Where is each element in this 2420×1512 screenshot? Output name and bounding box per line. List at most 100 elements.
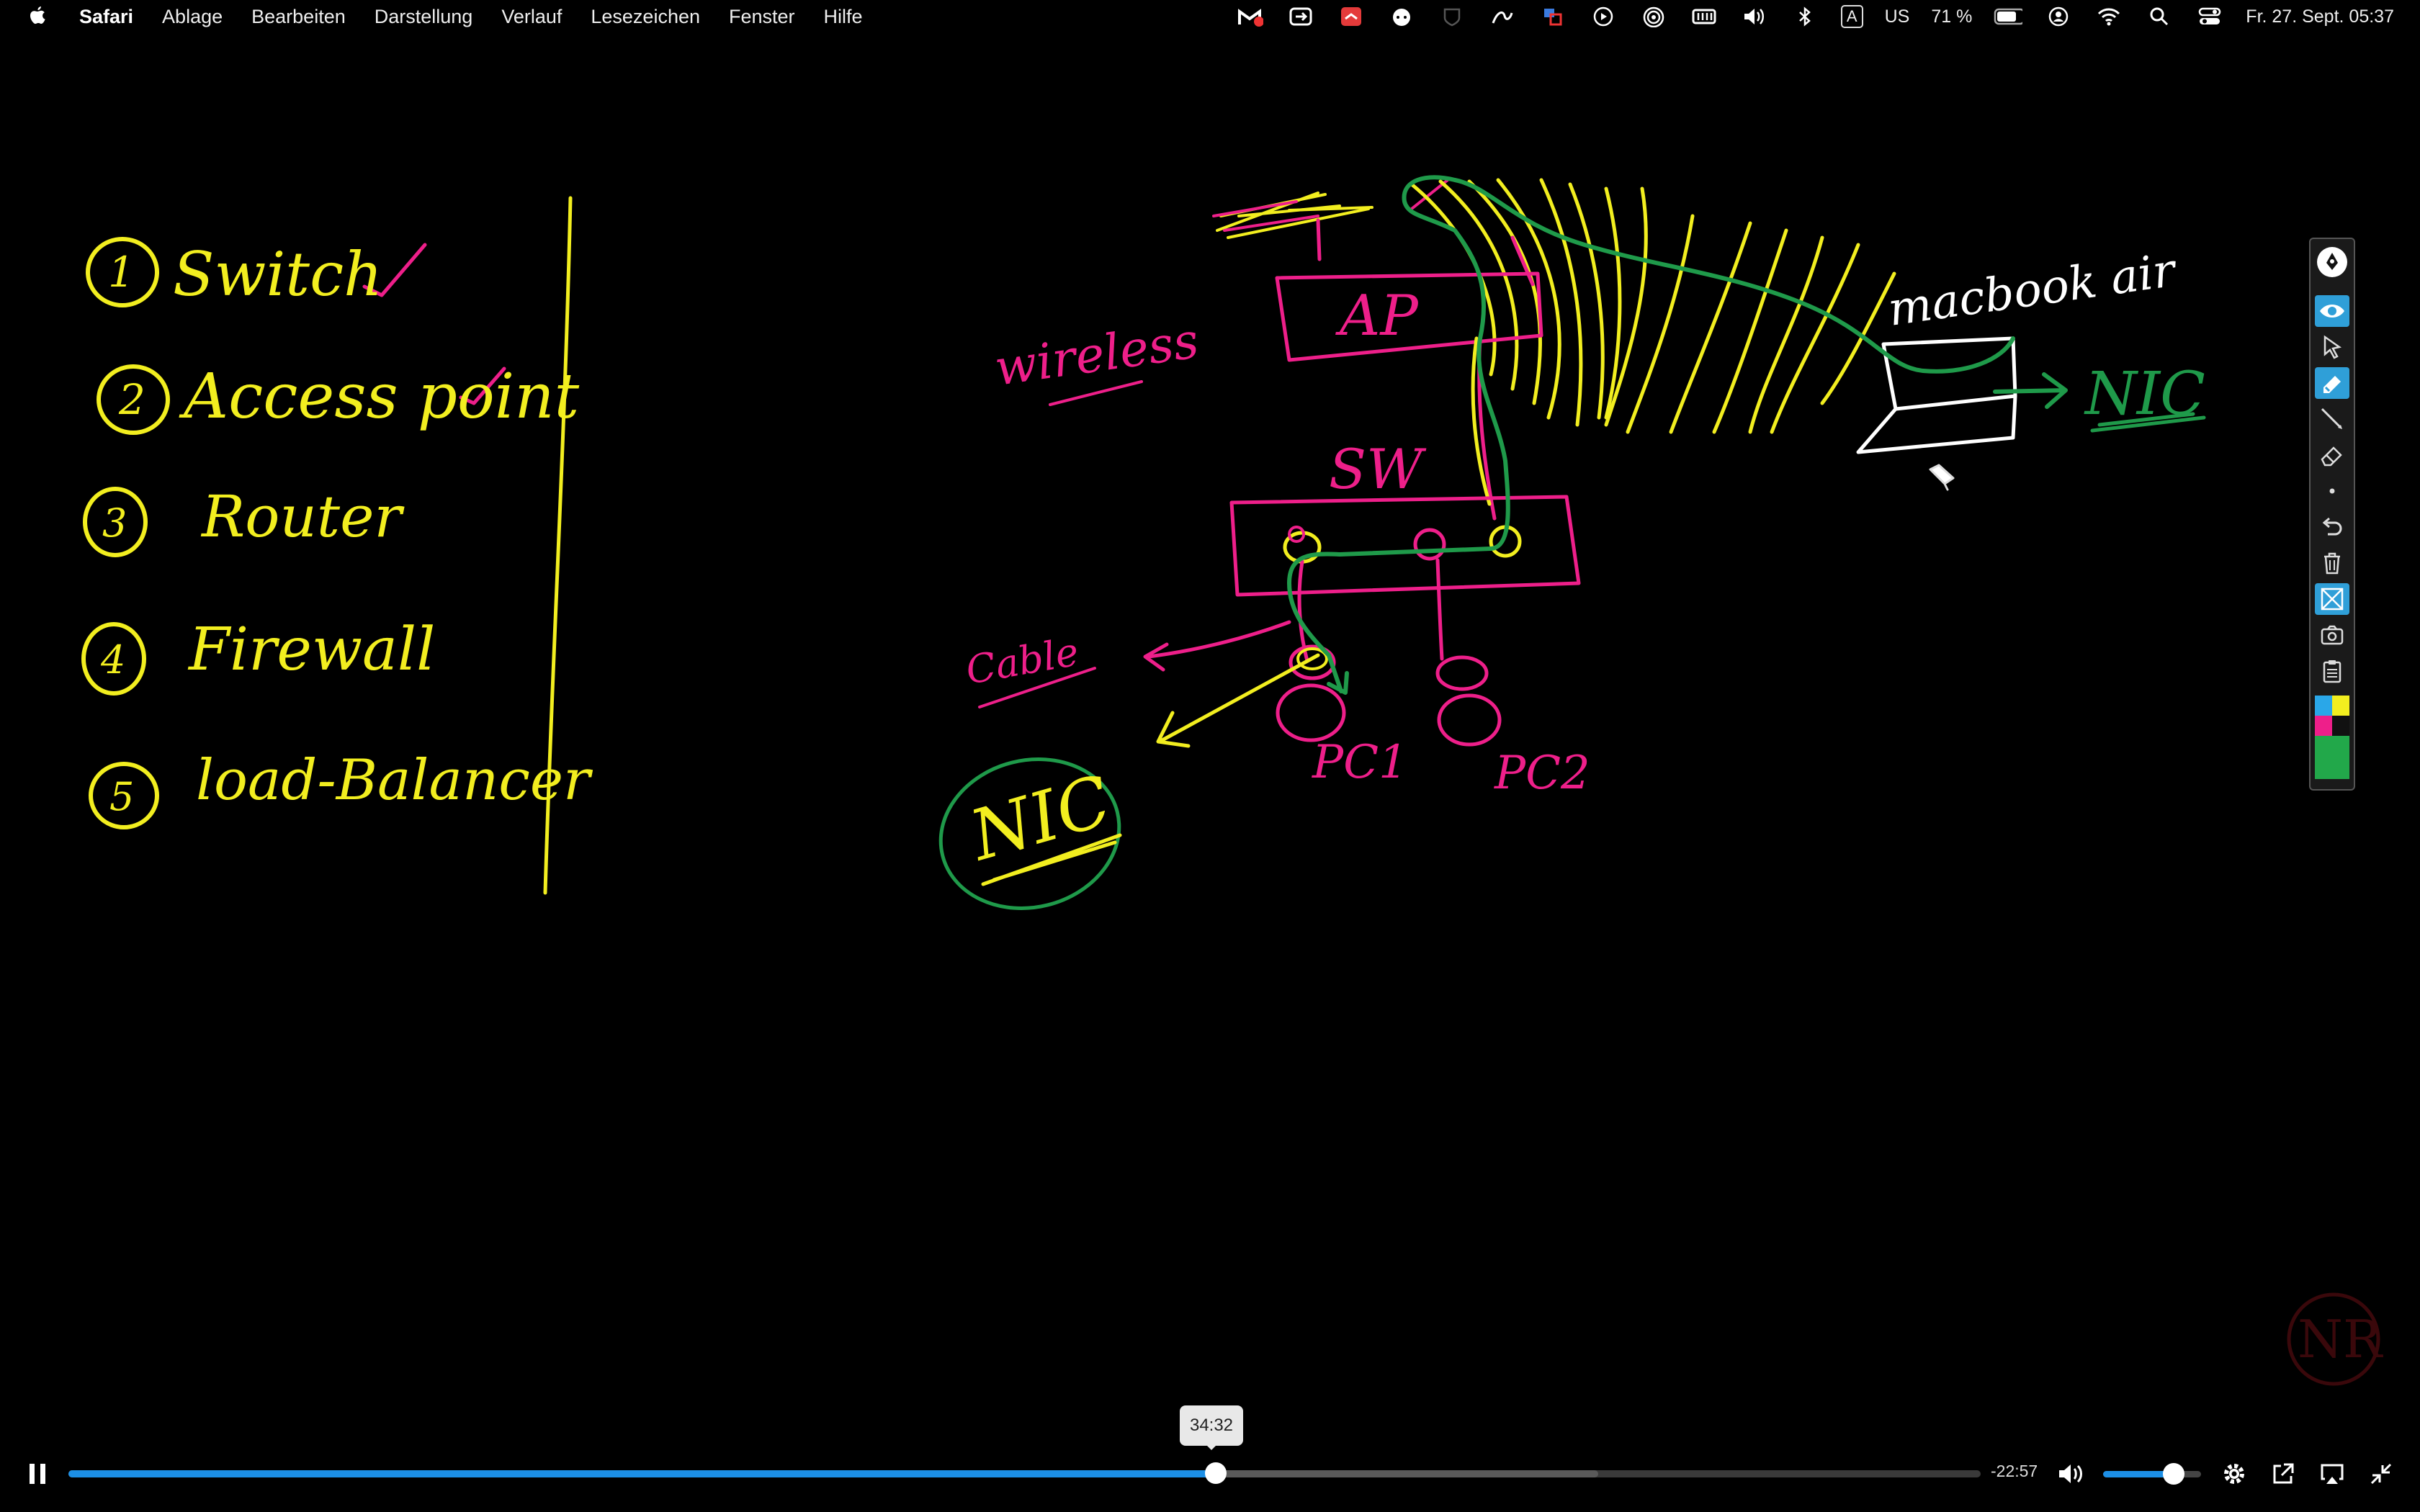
macbook-drawing [1856, 336, 2017, 454]
volume-knob[interactable] [2162, 1463, 2184, 1485]
external-link-icon [2273, 1463, 2294, 1484]
reddit-icon[interactable] [1387, 5, 1416, 28]
macbook-to-nic-arrow [1993, 372, 2068, 409]
wifi-icon[interactable] [2094, 5, 2123, 28]
pen-icon[interactable] [2315, 242, 2349, 282]
window-manager-icon[interactable] [1538, 5, 1567, 28]
clipboard-icon[interactable] [2315, 655, 2349, 687]
highlighter-icon[interactable] [2315, 367, 2349, 399]
menu-hilfe[interactable]: Hilfe [823, 5, 863, 27]
battery-icon[interactable] [1994, 5, 2023, 28]
cable-arrow [1143, 620, 1291, 672]
menu-bearbeiten[interactable]: Bearbeiten [251, 5, 346, 27]
play-circle-icon[interactable] [1589, 5, 1618, 28]
ap-wireless-scribble [1216, 192, 1370, 239]
dot-icon[interactable] [2315, 475, 2349, 507]
red-app-icon[interactable] [1337, 5, 1366, 28]
volume-icon [2059, 1464, 2082, 1483]
airplay-button[interactable] [2316, 1458, 2348, 1490]
list-item-access-point: Access point [179, 361, 580, 433]
time-tooltip: 34:32 [1180, 1405, 1243, 1450]
status-menu: A US 71 % Fr. 27. Sept. 05:37 [1236, 0, 2394, 33]
swatch-blue[interactable] [2315, 696, 2332, 716]
clear-icon[interactable] [2315, 583, 2349, 615]
progress-slider[interactable] [68, 1462, 1981, 1484]
swatch-magenta[interactable] [2315, 716, 2332, 736]
label-macbook-air: macbook air [1885, 243, 2181, 337]
keyboard-layout[interactable]: US [1884, 6, 1910, 27]
cable-underline [978, 667, 1096, 708]
list-item-router: Router [200, 483, 405, 550]
settings-button[interactable] [2218, 1458, 2250, 1490]
nic-arrow [1156, 653, 1320, 748]
mail-badge-icon[interactable] [1236, 5, 1265, 28]
menu-app-safari[interactable]: Safari [79, 5, 134, 27]
list-number-1: 1 [108, 248, 135, 297]
menu-darstellung[interactable]: Darstellung [374, 5, 473, 27]
control-center-icon[interactable] [2195, 5, 2224, 28]
keyboard-input-letter[interactable]: A [1840, 5, 1863, 28]
pointer-icon[interactable] [2315, 331, 2349, 363]
pc2-cable [1435, 558, 1444, 661]
wireless-underline [1049, 380, 1143, 406]
pc2-device [1437, 693, 1502, 747]
popout-button[interactable] [2267, 1458, 2299, 1490]
label-pc2: PC2 [1494, 747, 1590, 800]
bluetooth-icon[interactable] [1791, 5, 1819, 28]
airdrop-icon[interactable] [1639, 5, 1668, 28]
swatch-green-selected[interactable] [2315, 736, 2349, 779]
swatch-yellow[interactable] [2332, 696, 2349, 716]
swatch-black[interactable] [2332, 716, 2349, 736]
clock-datetime[interactable]: Fr. 27. Sept. 05:37 [2246, 6, 2394, 27]
exit-fullscreen-button[interactable] [2365, 1458, 2397, 1490]
apple-icon[interactable] [27, 5, 48, 28]
menu-ablage[interactable]: Ablage [162, 5, 223, 27]
memory-icon[interactable] [1690, 5, 1718, 28]
screen-share-icon[interactable] [1286, 5, 1315, 28]
undo-icon[interactable] [2315, 511, 2349, 543]
airplay-icon [2321, 1464, 2344, 1484]
volume-slider[interactable] [2103, 1463, 2201, 1485]
shield-five-icon[interactable] [1438, 5, 1466, 28]
eraser-icon[interactable] [2315, 439, 2349, 471]
label-sw: SW [1329, 437, 1427, 501]
gear-icon [2224, 1464, 2244, 1484]
label-nic-left: NIC [961, 760, 1120, 877]
remaining-time: -22:57 [1991, 1462, 2038, 1480]
ap-box [1275, 271, 1543, 362]
camera-icon[interactable] [2315, 619, 2349, 651]
battery-percent[interactable]: 71 % [1931, 6, 1973, 27]
exit-fullscreen-icon [2370, 1463, 2392, 1485]
menu-verlauf[interactable]: Verlauf [501, 5, 563, 27]
pc2-port [1435, 655, 1489, 691]
label-pc1: PC1 [1312, 736, 1408, 789]
label-cable: Cable [962, 629, 1082, 693]
played-bar [68, 1470, 1216, 1477]
volume-icon[interactable] [1740, 5, 1769, 28]
pc1-port [1289, 644, 1336, 680]
whiteboard-canvas[interactable]: 1 2 3 4 5 Switch Access point Router Fir… [0, 33, 2420, 1401]
progress-knob[interactable] [1205, 1462, 1227, 1484]
pause-icon [30, 1464, 45, 1484]
mute-button[interactable] [2056, 1458, 2087, 1490]
line-icon[interactable] [2315, 403, 2349, 435]
trash-icon[interactable] [2315, 547, 2349, 579]
switch-box [1229, 495, 1581, 597]
draw-tool-icon[interactable] [1488, 5, 1517, 28]
label-ap: AP [1335, 284, 1419, 348]
search-icon[interactable] [2145, 5, 2174, 28]
check-mark-access-point [459, 366, 506, 405]
menu-fenster[interactable]: Fenster [729, 5, 795, 27]
green-data-path [1287, 175, 2015, 693]
color-palette[interactable] [2315, 696, 2349, 782]
list-number-4: 4 [100, 637, 125, 683]
divider-line [543, 196, 573, 895]
check-mark-switch [362, 243, 427, 297]
wireless-waves [1410, 178, 1896, 434]
eye-icon[interactable] [2315, 295, 2349, 327]
list-number-circles [81, 237, 170, 829]
volume-fill [2103, 1471, 2174, 1477]
pause-button[interactable] [22, 1458, 53, 1490]
user-icon[interactable] [2044, 5, 2073, 28]
menu-lesezeichen[interactable]: Lesezeichen [591, 5, 700, 27]
